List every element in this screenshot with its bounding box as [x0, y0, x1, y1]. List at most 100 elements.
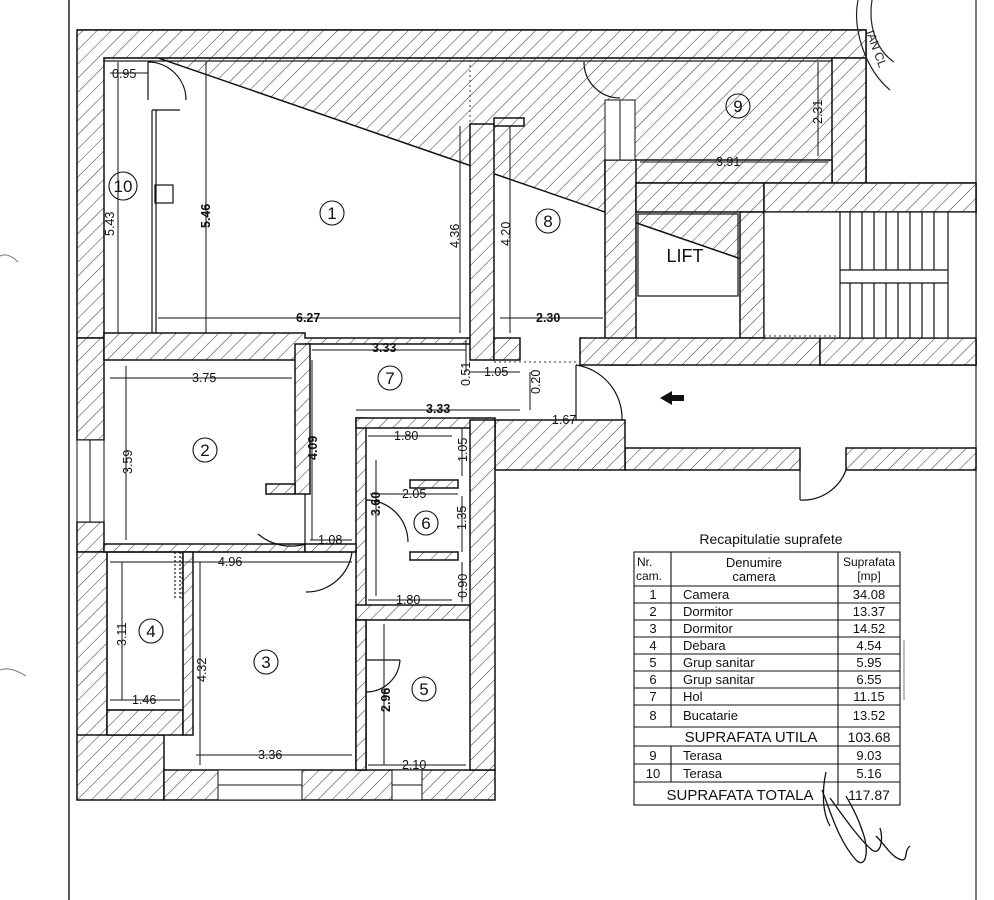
row-4-area: 4.54: [856, 638, 881, 653]
room-2-marker: [192, 437, 218, 463]
outer-bottom: [163, 769, 496, 801]
door-terrace10: [147, 61, 187, 101]
stamp-text: IAN CL: [863, 28, 889, 69]
dim-3-33-top: 3.33: [372, 341, 396, 355]
row-7-area: 11.15: [853, 689, 885, 704]
dim-3-75: 3.75: [192, 371, 216, 385]
wall-6-shelf-bottom: [409, 551, 459, 561]
dim-3-33-bottom: 3.33: [426, 402, 450, 416]
room-outlines: [103, 57, 833, 711]
dim-5-46: 5.46: [199, 204, 213, 228]
left-wall-bottom: [76, 551, 165, 801]
walls: [76, 29, 977, 801]
row-5-name: Grup sanitar: [683, 655, 755, 670]
room-10-marker: [108, 171, 138, 201]
row-8-area: 13.52: [853, 708, 886, 723]
room-8-number: 8: [543, 212, 552, 231]
wall-2-right: [294, 343, 311, 495]
corridor-lower-wall: [624, 447, 801, 471]
row-4-name: Debara: [683, 638, 726, 653]
dim-3-36: 3.36: [258, 748, 282, 762]
room-6-number: 6: [421, 514, 430, 533]
dim-1-67: 1.67: [552, 413, 576, 427]
row-6-name: Grup sanitar: [683, 672, 755, 687]
wall-6-shelf-top: [409, 479, 459, 489]
row-6-nr: 6: [649, 672, 656, 687]
dimension-labels: 0.95 5.46 5.43 6.27 4.36 4.20 2.30 2.31 …: [103, 67, 825, 772]
wall-8-left: [469, 123, 495, 361]
room-10-number: 10: [114, 177, 133, 196]
wall-2-door-stub: [265, 483, 296, 495]
dim-2-30: 2.30: [536, 311, 560, 325]
header-name-2: camera: [732, 569, 776, 584]
row-1-area: 34.08: [853, 587, 886, 602]
dim-4-09: 4.09: [306, 436, 320, 460]
left-wall-lower: [76, 521, 105, 553]
room-labels: [108, 93, 751, 702]
wall-lift-bottom: [579, 337, 821, 366]
room-9-number: 9: [733, 97, 742, 116]
row-3-area: 14.52: [853, 621, 886, 636]
summary-table: Recapitulatie suprafete Nr. cam. Denumir…: [633, 531, 901, 806]
useful-area-label: SUPRAFATA UTILA: [685, 729, 818, 746]
row-2-area: 13.37: [853, 604, 886, 619]
stairs: [763, 211, 977, 339]
dim-4-96: 4.96: [218, 555, 242, 569]
row-2-nr: 2: [649, 604, 656, 619]
row-4-nr: 4: [649, 638, 656, 653]
room-4-number: 4: [146, 622, 155, 641]
left-wall-mid: [76, 337, 105, 441]
row-1-nr: 1: [649, 587, 656, 602]
terrace10-post: [154, 184, 174, 204]
row-6-area: 6.55: [856, 672, 881, 687]
room-1-marker: [319, 200, 345, 226]
row-2-name: Dormitor: [683, 604, 734, 619]
total-area-label: SUPRAFATA TOTALA: [667, 787, 814, 804]
dim-1-05-top: 1.05: [484, 365, 508, 379]
wall-3-stub: [304, 543, 357, 553]
row-1-name: Camera: [683, 587, 730, 602]
wall-lift-right: [739, 211, 765, 339]
ceiling-line: [103, 57, 833, 62]
dim-5-43: 5.43: [103, 212, 117, 236]
door-room2: [257, 494, 306, 547]
header-nr-1: Nr.: [637, 555, 652, 569]
dim-0-51: 0.51: [459, 362, 473, 386]
wall-8-bottom: [493, 337, 521, 361]
room-7-number: 7: [385, 369, 394, 388]
row-3-nr: 3: [649, 621, 656, 636]
room-5-number: 5: [419, 680, 428, 699]
total-area-value: 117.87: [848, 787, 890, 803]
row-3-name: Dormitor: [683, 621, 734, 636]
row-9-name: Terasa: [683, 748, 723, 763]
stair-top-wall: [763, 182, 977, 213]
dim-2-10: 2.10: [402, 758, 426, 772]
room-2-number: 2: [200, 441, 209, 460]
dim-6-27: 6.27: [296, 311, 320, 325]
room-3-marker: [253, 649, 279, 675]
stair-bottom-wall: [819, 337, 977, 366]
door-room5: [365, 659, 401, 693]
dim-3-11: 3.11: [115, 623, 129, 646]
dim-1-80-bottom: 1.80: [396, 593, 420, 607]
doors: [147, 61, 847, 693]
row-9-nr: 9: [649, 748, 656, 763]
dimension-lines: [110, 62, 828, 766]
row-10-name: Terasa: [683, 766, 723, 781]
row-5-nr: 5: [649, 655, 656, 670]
dim-1-46: 1.46: [132, 693, 156, 707]
room-3-number: 3: [261, 653, 270, 672]
wall-6-bottom: [355, 604, 471, 621]
lift-label: LIFT: [666, 246, 703, 266]
header-area-1: Suprafata: [843, 555, 895, 569]
room-1-number: 1: [327, 204, 336, 223]
room-7-marker: [377, 365, 403, 391]
wall-3-5: [355, 619, 367, 771]
row-5-area: 5.95: [856, 655, 881, 670]
dim-1-35: 1.35: [455, 506, 469, 530]
door-terrace9: [583, 61, 621, 99]
corridor-lower-wall-right: [845, 447, 977, 471]
dim-0-20: 0.20: [529, 370, 543, 394]
dashed-lines: [181, 60, 840, 600]
